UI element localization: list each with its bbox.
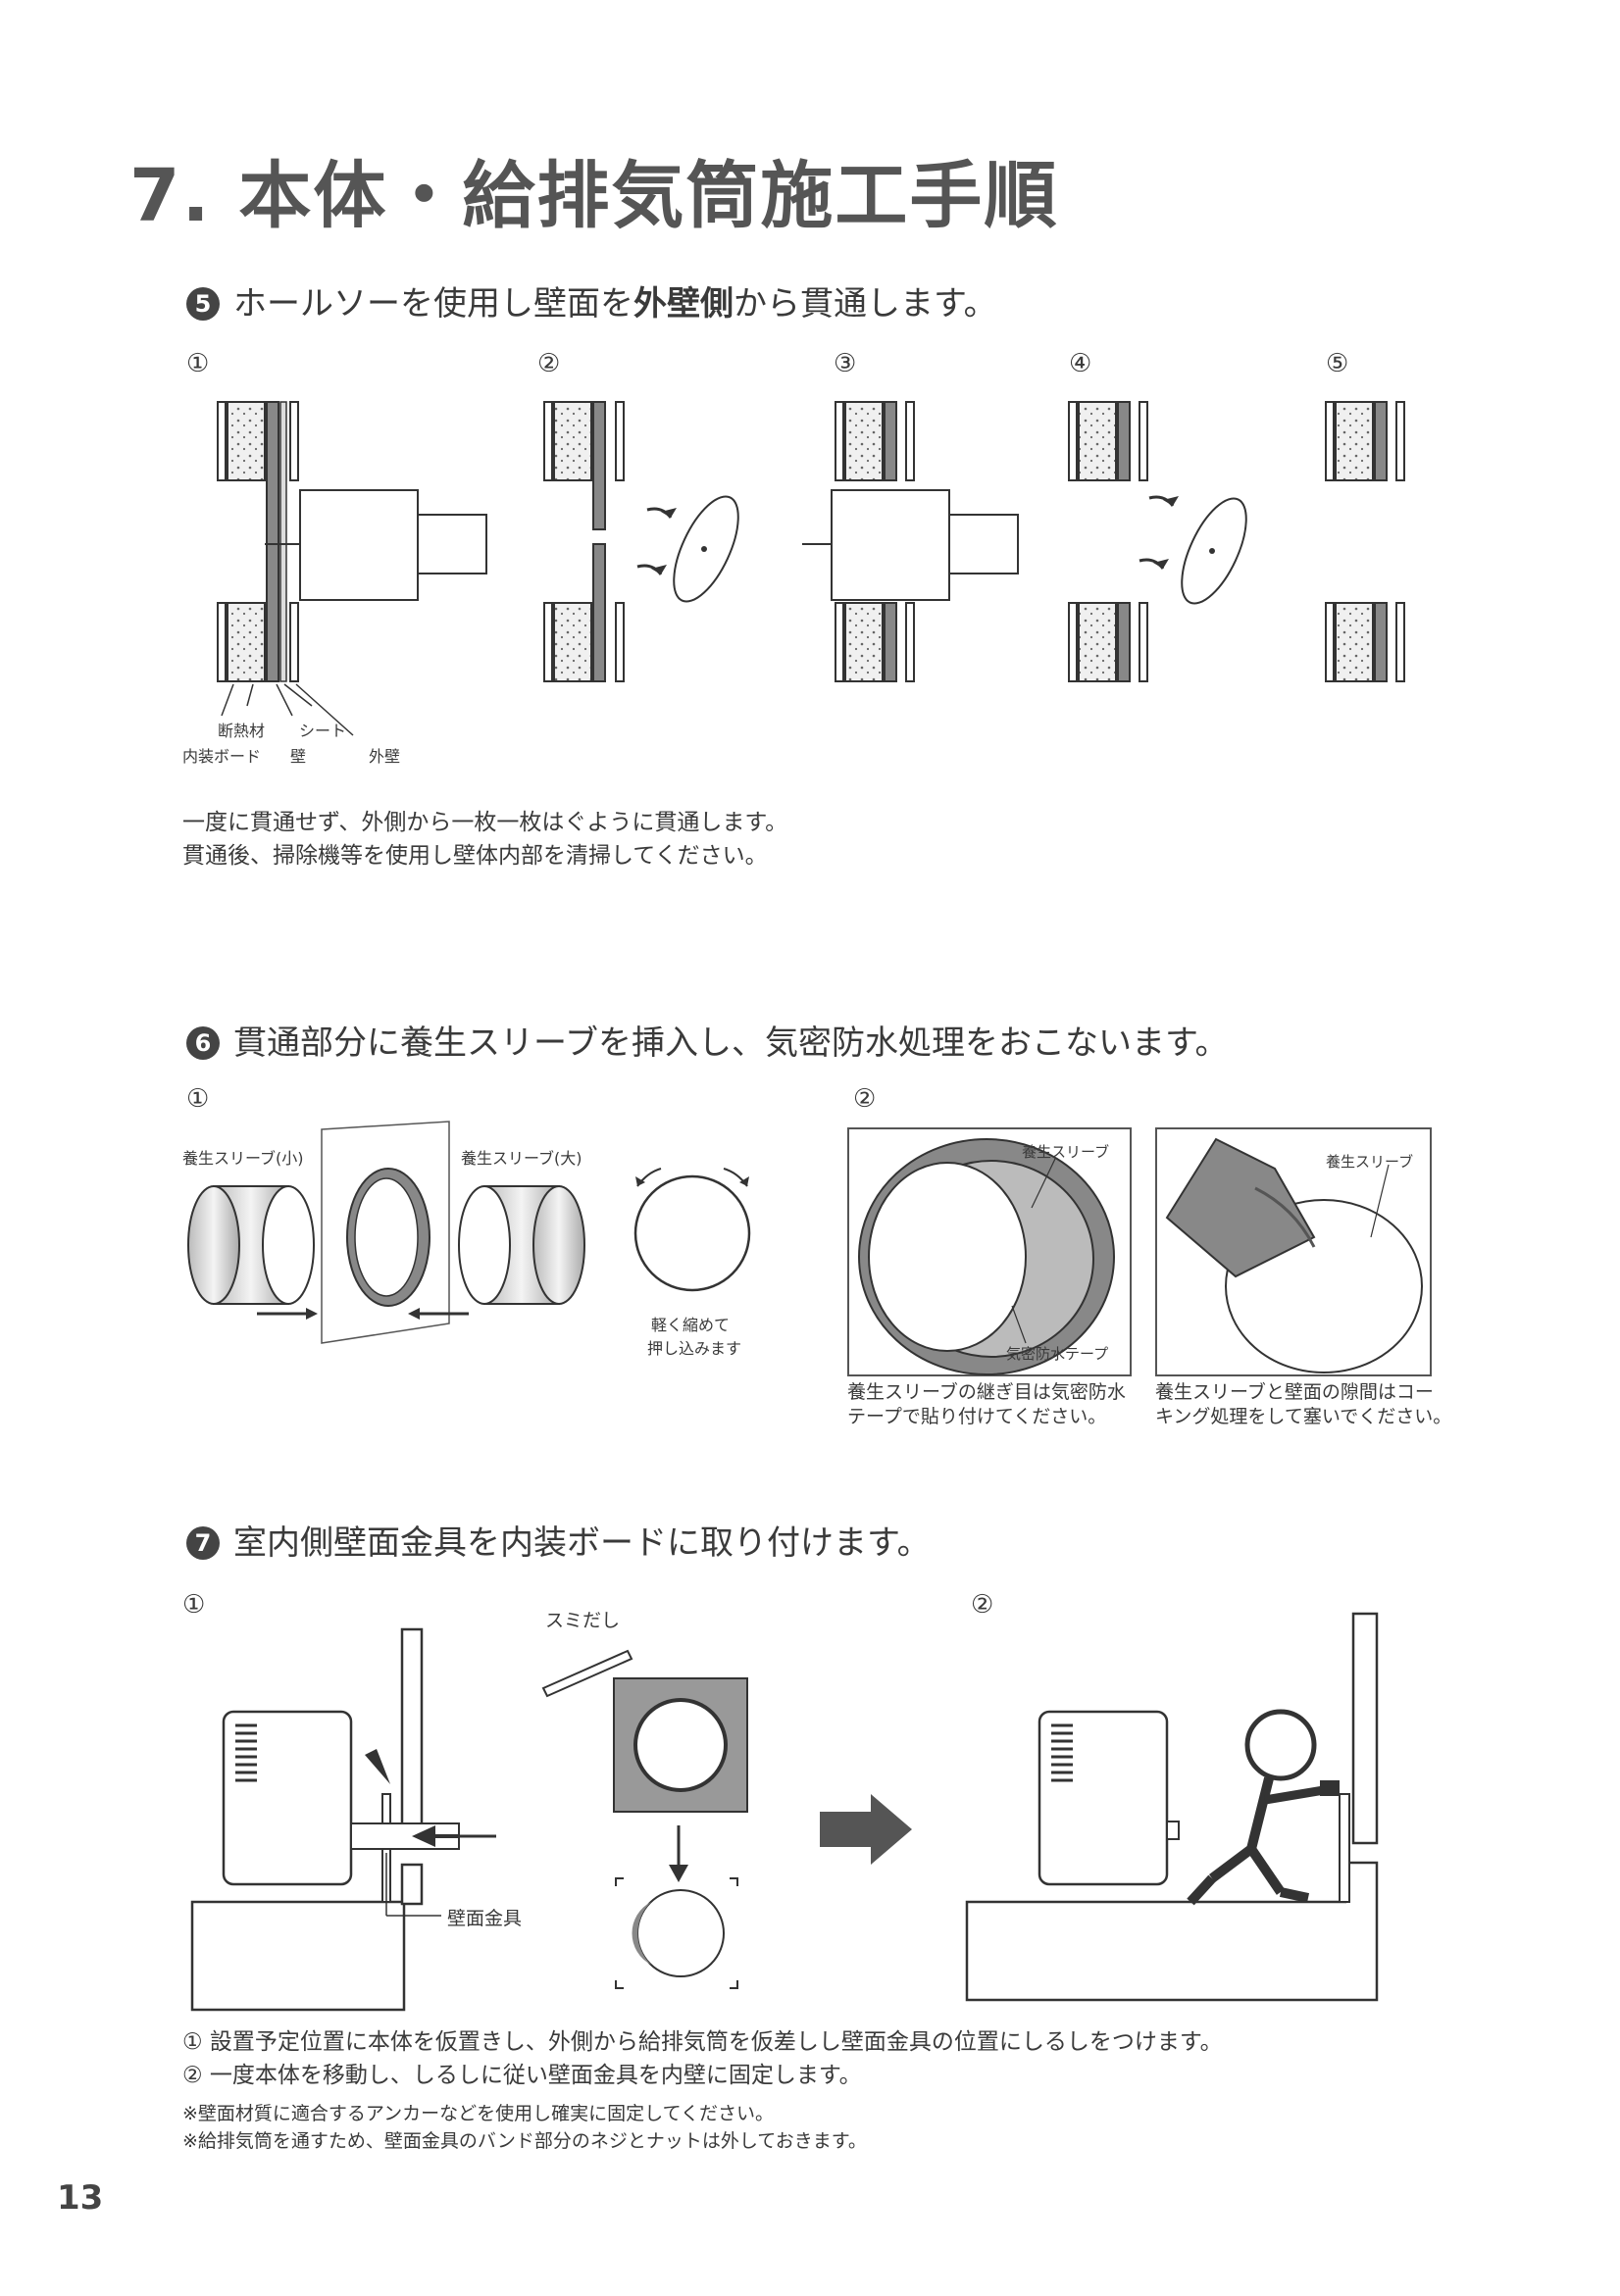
next-step-arrow xyxy=(820,1794,912,1865)
step-number-badge: 7 xyxy=(186,1526,220,1560)
wall-section-complete xyxy=(1325,401,1405,682)
figure-number: ② xyxy=(971,1590,994,1620)
panel2-caption-1: 養生スリーブと壁面の隙間はコー xyxy=(1155,1381,1434,1403)
sleeve-caulking-illustration xyxy=(1165,1137,1423,1373)
step-number-badge: 6 xyxy=(186,1026,220,1060)
panel1-sleeve-label: 養生スリーブ xyxy=(1022,1143,1110,1161)
label-wall: 壁 xyxy=(290,747,307,766)
wall-section-full xyxy=(217,401,487,736)
sleeve-tape-illustration xyxy=(858,1138,1115,1375)
label-exterior-wall: 外壁 xyxy=(369,747,401,766)
step7-note-2: ② 一度本体を移動し、しるしに従い壁面金具を内壁に固定します。 xyxy=(182,2063,862,2088)
figure-number: ⑤ xyxy=(1326,349,1349,378)
panel1-caption-2: テープで貼り付けてください。 xyxy=(847,1406,1107,1427)
step7-footnote-1: ※壁面材質に適合するアンカーなどを使用し確実に固定してください。 xyxy=(182,2103,775,2124)
figure-number: ① xyxy=(182,1590,206,1620)
figure-number: ② xyxy=(853,1084,877,1114)
page-number: 13 xyxy=(57,2178,104,2218)
compress-note-1: 軽く縮めて xyxy=(651,1316,731,1334)
panel1-tape-label: 気密防水テープ xyxy=(1006,1345,1109,1363)
figure-number: ① xyxy=(186,1084,210,1114)
bracket-label: 壁面金具 xyxy=(447,1908,523,1929)
page-title: 7. 本体・給排気筒施工手順 xyxy=(129,154,1059,238)
figure-number: ③ xyxy=(834,349,857,378)
sleeve-caulking-panel: 養生スリーブ xyxy=(1155,1127,1432,1376)
wall-section-insulation-removed xyxy=(1068,401,1247,682)
bracket-fixing xyxy=(965,1612,1379,2002)
step7-note-1: ① 設置予定位置に本体を仮置きし、外側から給排気筒を仮差しし壁面金具の位置にしる… xyxy=(182,2029,1223,2055)
panel2-caption-2: キング処理をして塞いでください。 xyxy=(1155,1406,1452,1427)
figure-number: ① xyxy=(186,349,210,378)
heater-provisional-placement xyxy=(190,1627,496,2012)
marker-and-bracket-template xyxy=(541,1649,748,1989)
marker-label: スミだし xyxy=(545,1610,621,1631)
wall-panel xyxy=(321,1121,450,1344)
label-sheet: シート xyxy=(299,722,347,740)
step5-note-2: 貫通後、掃除機等を使用し壁体内部を清掃してください。 xyxy=(182,843,768,869)
panel2-sleeve-label: 養生スリーブ xyxy=(1326,1153,1414,1171)
sleeve-tape-panel: 養生スリーブ 気密防水テープ xyxy=(847,1127,1132,1376)
step7-footnote-2: ※給排気筒を通すため、壁面金具のバンド部分のネジとナットは外しておきます。 xyxy=(182,2130,867,2152)
step5-wall-diagrams xyxy=(217,401,1405,736)
label-sleeve-small: 養生スリーブ(小) xyxy=(182,1149,304,1168)
wall-section-exterior-removed xyxy=(543,401,739,682)
sleeve-large xyxy=(408,1185,585,1320)
sleeve-small xyxy=(187,1185,318,1320)
label-interior-board: 内装ボード xyxy=(182,747,262,766)
panel1-caption-1: 養生スリーブの継ぎ目は気密防水 xyxy=(847,1381,1126,1403)
step7-installation-diagram xyxy=(190,1612,1379,2012)
wall-section-drilling xyxy=(802,401,1019,682)
label-sleeve-large: 養生スリーブ(大) xyxy=(461,1149,582,1168)
figure-number: ② xyxy=(537,349,561,378)
sleeve-compressed xyxy=(633,1168,751,1292)
compress-note-2: 押し込みます xyxy=(647,1339,742,1358)
label-insulation: 断熱材 xyxy=(218,722,266,740)
figure-number: ④ xyxy=(1069,349,1092,378)
step6-sleeve-insert-diagram xyxy=(187,1121,751,1344)
step-number-badge: 5 xyxy=(186,287,220,321)
step5-note-1: 一度に貫通せず、外側から一枚一枚はぐように貫通します。 xyxy=(182,810,788,835)
